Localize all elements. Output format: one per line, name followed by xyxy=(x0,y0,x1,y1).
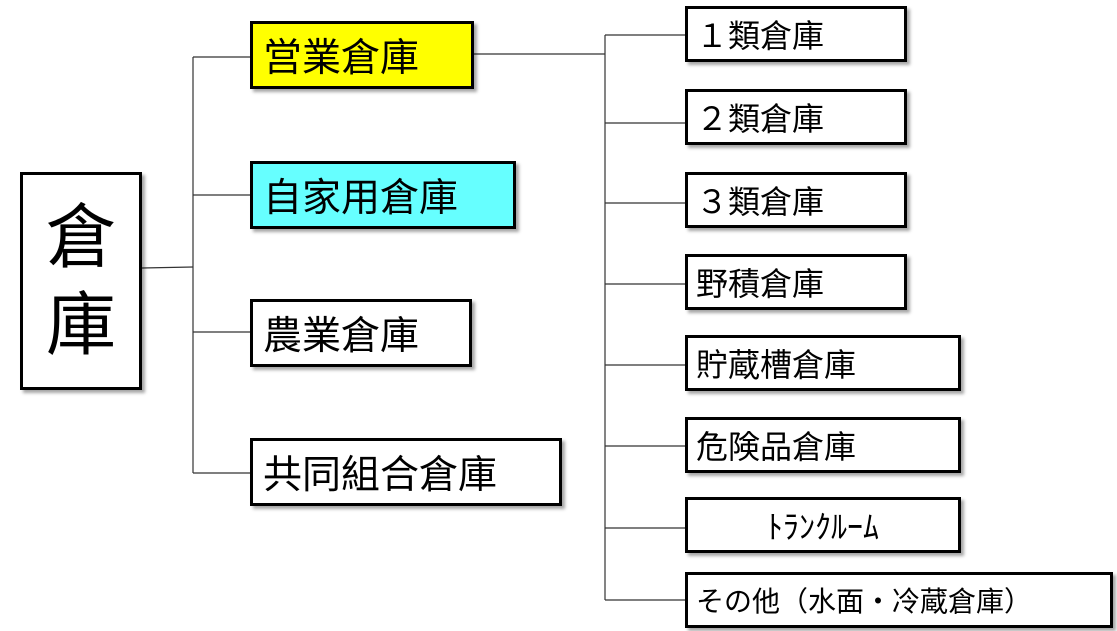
type-label: ﾄﾗﾝｸﾙｰﾑ xyxy=(766,508,879,546)
category-label: 自家用倉庫 xyxy=(263,176,459,221)
type-storage-tank-warehouse: 貯蔵槽倉庫 xyxy=(685,335,961,391)
category-private-warehouse: 自家用倉庫 xyxy=(250,161,516,229)
type-other-warehouse: その他（水面・冷蔵倉庫） xyxy=(685,572,1113,628)
type-class3-warehouse: ３類倉庫 xyxy=(685,172,907,228)
category-label: 共同組合倉庫 xyxy=(263,453,498,498)
category-cooperative-warehouse: 共同組合倉庫 xyxy=(250,438,562,506)
type-hazardous-goods-warehouse: 危険品倉庫 xyxy=(685,417,961,473)
root-node-warehouse: 倉 庫 xyxy=(20,172,142,390)
category-label: 営業倉庫 xyxy=(263,36,420,81)
type-label: １類倉庫 xyxy=(696,17,825,55)
type-class1-warehouse: １類倉庫 xyxy=(685,6,907,62)
type-label: ２類倉庫 xyxy=(696,100,825,138)
type-label: その他（水面・冷蔵倉庫） xyxy=(696,585,1033,618)
type-class2-warehouse: ２類倉庫 xyxy=(685,89,907,145)
root-char-2: 庫 xyxy=(46,284,116,366)
root-char-1: 倉 xyxy=(46,196,116,278)
category-agricultural-warehouse: 農業倉庫 xyxy=(250,299,472,367)
type-trunk-room: ﾄﾗﾝｸﾙｰﾑ xyxy=(685,497,961,553)
type-label: ３類倉庫 xyxy=(696,183,825,221)
type-label: 貯蔵槽倉庫 xyxy=(696,346,857,384)
category-business-warehouse: 営業倉庫 xyxy=(250,21,474,89)
type-open-storage-warehouse: 野積倉庫 xyxy=(685,254,907,310)
type-label: 野積倉庫 xyxy=(696,265,825,303)
type-label: 危険品倉庫 xyxy=(696,428,857,466)
category-label: 農業倉庫 xyxy=(263,314,420,359)
